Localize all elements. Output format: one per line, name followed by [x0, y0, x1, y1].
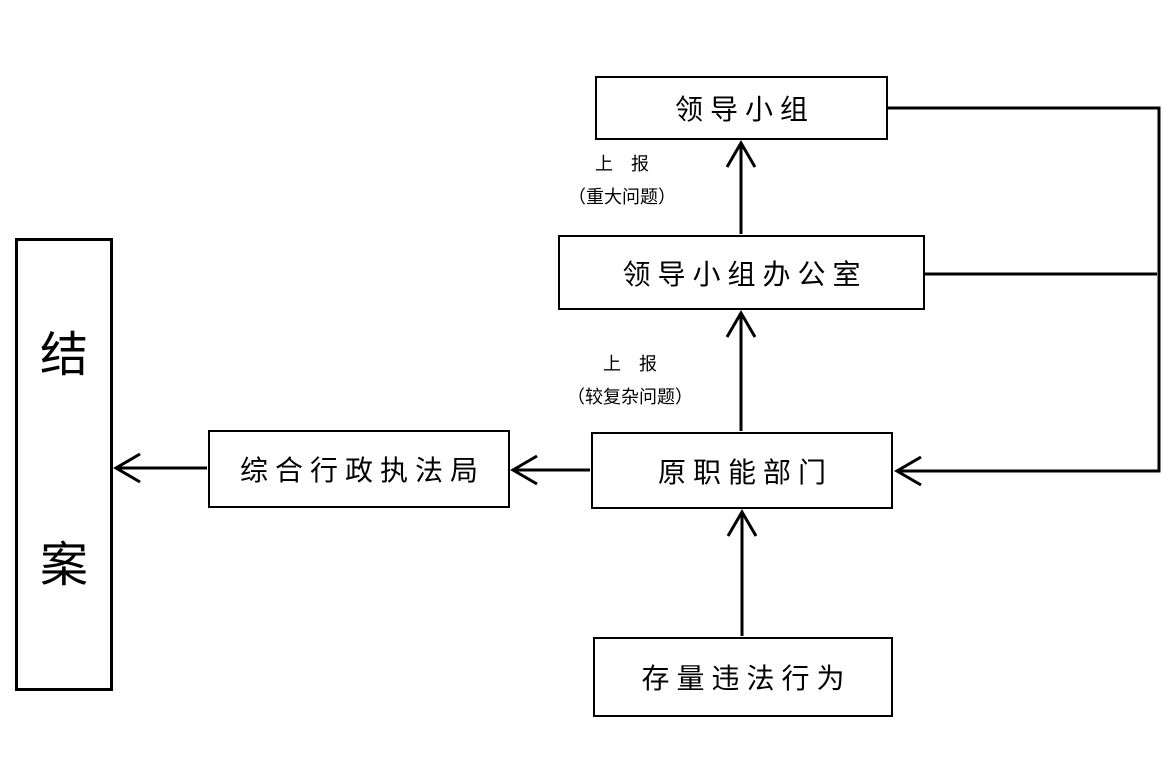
- node-leading-group-label: 领导小组: [674, 93, 815, 126]
- arrow-stock-to-department-head: [726, 509, 758, 537]
- arrow-bureau-to-closure-head: [113, 452, 141, 484]
- arrow-department-to-office-head: [725, 310, 757, 338]
- label-report-major-line1: 上 报: [595, 154, 649, 175]
- node-leading-group-office-label: 领导小组办公室: [622, 257, 868, 291]
- label-report-complex: 上 报 （较复杂问题）: [555, 348, 705, 414]
- node-case-closure-char-top: 结: [39, 326, 88, 383]
- node-leading-group-office: 领导小组办公室: [558, 235, 925, 310]
- node-enforcement-bureau-label: 综合行政执法局: [239, 454, 485, 487]
- node-case-closure-char-bottom: 案: [39, 536, 88, 593]
- label-report-major: 上 报 （重大问题）: [557, 148, 687, 214]
- node-case-closure: 结 案: [15, 238, 113, 691]
- connector-feedback-arrow-head: [894, 455, 922, 487]
- label-report-complex-line1: 上 报: [603, 354, 657, 375]
- label-report-major-line2: （重大问题）: [568, 187, 676, 208]
- arrow-department-to-bureau-head: [510, 454, 538, 486]
- node-original-department: 原职能部门: [591, 432, 893, 509]
- node-stock-violations-label: 存量违法行为: [641, 662, 852, 695]
- node-original-department-label: 原职能部门: [657, 455, 833, 489]
- connector-group-feedback-path: [888, 106, 1161, 473]
- node-stock-violations: 存量违法行为: [593, 637, 893, 717]
- label-report-complex-line2: （较复杂问题）: [567, 387, 693, 408]
- node-enforcement-bureau: 综合行政执法局: [208, 430, 510, 508]
- node-leading-group: 领导小组: [595, 76, 888, 140]
- arrow-office-to-group-head: [725, 140, 757, 168]
